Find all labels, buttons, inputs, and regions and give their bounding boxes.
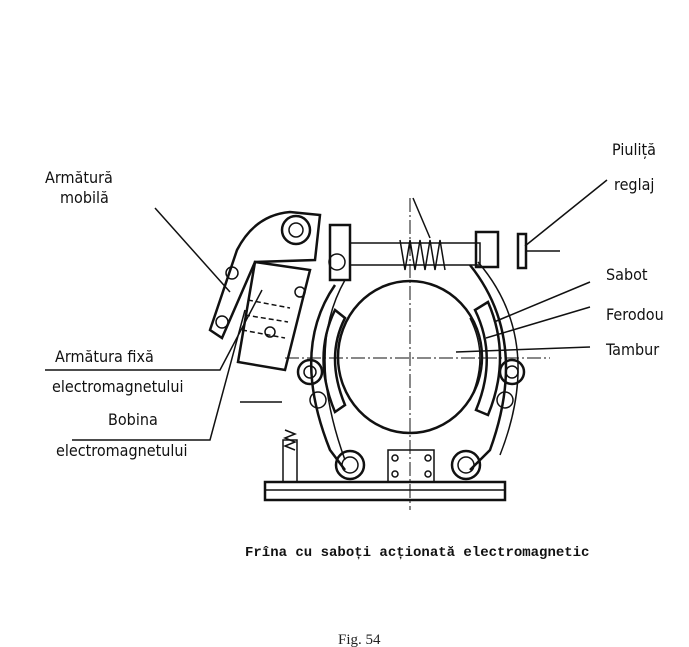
label-armatura-fixa-2: electromagnetului [52,377,184,396]
electromagnet [208,210,322,451]
label-ferodou: Ferodou [606,305,664,324]
label-bobina-2: electromagnetului [56,441,188,460]
label-armatura-mobila-2: mobilă [60,188,109,207]
leader-lines [45,179,608,441]
pivot-pins [296,358,526,483]
label-reglaj: reglaj [614,175,654,194]
figure-caption: Frîna cu saboți acționată electromagneti… [245,545,589,561]
label-armatura-mobila: Armătură [45,168,113,187]
brake-arms [310,261,519,471]
base-frame [263,439,507,502]
label-armatura-fixa: Armătura fixă [55,347,154,366]
label-piulita: Piuliță [612,140,656,159]
label-bobina: Bobina [108,410,158,429]
label-tambur: Tambur [605,340,659,359]
tie-rod-spring [280,214,560,282]
figure-number: Fig. 54 [338,632,381,647]
label-sabot: Sabot [606,265,648,284]
